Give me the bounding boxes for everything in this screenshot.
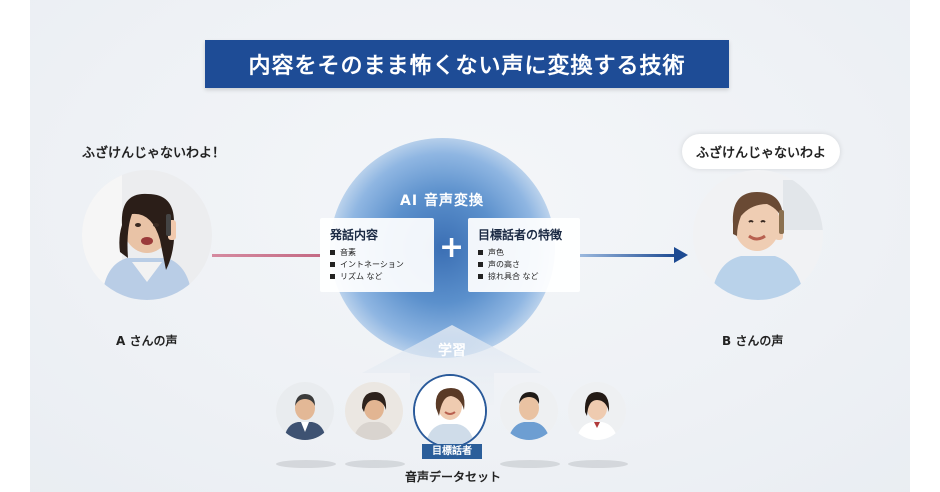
bullet-icon xyxy=(478,274,483,279)
input-connector-line xyxy=(212,254,320,257)
target-speaker-photo xyxy=(415,376,485,446)
photo-shadow xyxy=(345,460,405,468)
speaker-b-photo xyxy=(693,170,823,300)
dataset-label: 音声データセット xyxy=(404,470,501,484)
speaker-a-label: A さんの声 xyxy=(116,334,178,348)
photo-shadow xyxy=(276,460,336,468)
speaker-a-photo xyxy=(82,170,212,300)
bullet-icon xyxy=(330,262,335,267)
speaker-b-label: B さんの声 xyxy=(722,334,784,348)
plus-icon: + xyxy=(439,230,465,265)
diagram-title: 内容をそのまま怖くない声に変換する技術 xyxy=(205,40,729,88)
speech-content-item: リズム など xyxy=(330,271,424,283)
target-speaker-feature-item: 声色 xyxy=(478,247,570,259)
bullet-icon xyxy=(478,250,483,255)
speaker-a-speech-bubble: ふざけんじゃないわよ！ xyxy=(82,146,226,161)
dataset-speaker-photo xyxy=(345,382,403,440)
ai-conversion-title: AI 音声変換 xyxy=(400,193,484,209)
speech-content-item: 音素 xyxy=(330,247,424,259)
speaker-b-speech-bubble: ふざけんじゃないわよ xyxy=(682,134,841,169)
photo-shadow xyxy=(568,460,628,468)
dataset-speaker-photo xyxy=(500,382,558,440)
target-speaker-features-card: 目標話者の特徴 声色 声の高さ 掠れ具合 など xyxy=(468,218,580,292)
target-speaker-badge: 目標話者 xyxy=(422,444,482,459)
bullet-icon xyxy=(330,250,335,255)
speech-content-card: 発話内容 音素 イントネーション リズム など xyxy=(320,218,434,292)
output-connector-line xyxy=(580,254,676,257)
target-speaker-features-card-title: 目標話者の特徴 xyxy=(478,228,563,242)
speech-content-card-title: 発話内容 xyxy=(330,228,379,242)
bullet-icon xyxy=(478,262,483,267)
photo-shadow xyxy=(500,460,560,468)
learning-arrow-icon xyxy=(362,325,542,405)
dataset-speaker-photo xyxy=(276,382,334,440)
target-speaker-feature-item: 掠れ具合 など xyxy=(478,271,570,283)
target-speaker-feature-item: 声の高さ xyxy=(478,259,570,271)
speech-content-item: イントネーション xyxy=(330,259,424,271)
bullet-icon xyxy=(330,274,335,279)
learning-label: 学習 xyxy=(438,343,466,359)
output-arrow-head-icon xyxy=(674,247,688,263)
dataset-speaker-photo xyxy=(568,382,626,440)
